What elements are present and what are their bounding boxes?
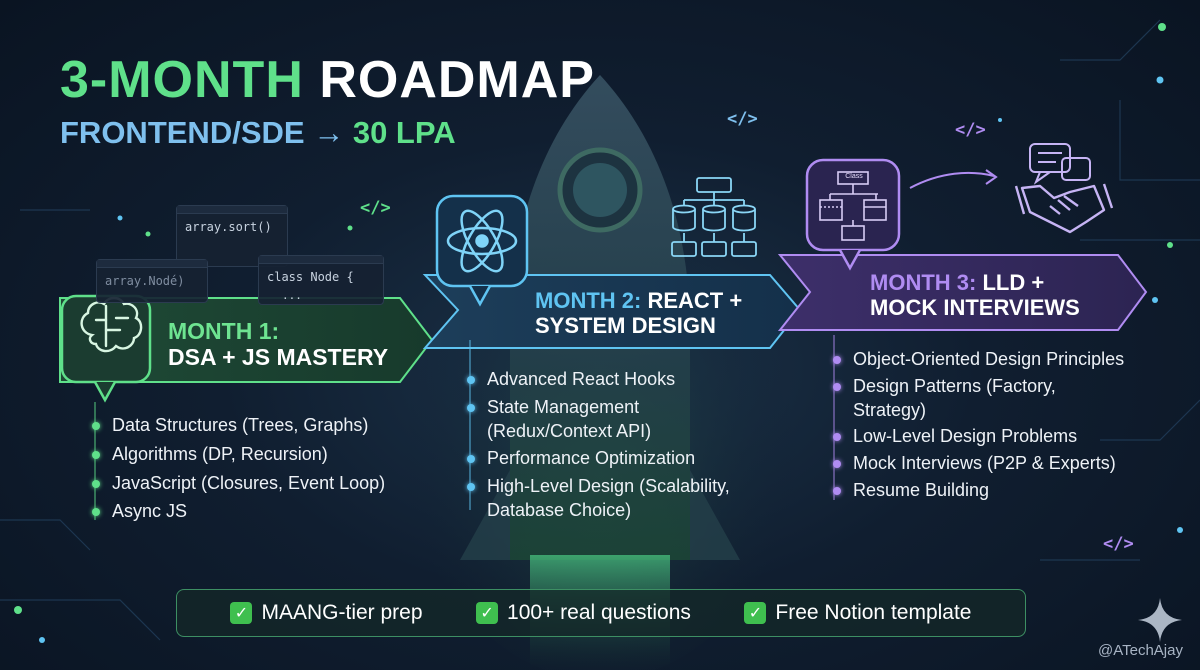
title-main: ROADMAP (319, 51, 595, 109)
chat-bubbles-icon (1029, 143, 1091, 185)
checkmark-icon: ✓ (230, 602, 253, 624)
list-item-line: (Redux/Context API) (487, 420, 652, 441)
highlight-item: ✓ 100+ real questions (476, 601, 691, 625)
list-item: Mock Interviews (P2P & Experts) (832, 452, 1124, 476)
code-text: array.sort() (185, 220, 272, 234)
list-item: High-Level Design (Scalability, Database … (467, 475, 730, 523)
highlight-label: Free Notion template (775, 601, 972, 624)
month3-label-main-2: MOCK INTERVIEWS (870, 295, 1080, 321)
list-item-line: High-Level Design (Scalability, (487, 476, 730, 496)
month1-label-accent: MONTH 1: (168, 318, 280, 344)
code-snippet-node: array.Nodé) (96, 259, 208, 303)
month3-topic-list: Object-Oriented Design Principles Design… (832, 348, 1124, 506)
list-item-line: Database Choice) (487, 499, 632, 520)
highlight-item: ✓ Free Notion template (744, 601, 972, 625)
code-text: class Node { (267, 270, 354, 284)
month3-label-main-1: LLD + (982, 270, 1045, 295)
author-handle: @ATechAjay (1098, 642, 1183, 659)
month1-topic-list: Data Structures (Trees, Graphs) Algorith… (91, 414, 385, 529)
code-snippet-class: class Node { (258, 255, 384, 305)
highlight-label: 100+ real questions (507, 601, 691, 624)
subtitle-package: 30 LPA (352, 115, 456, 150)
list-item: Async JS (91, 500, 385, 524)
checkmark-icon: ✓ (476, 602, 499, 624)
list-item: Low-Level Design Problems (832, 425, 1124, 449)
month2-label-main-1: REACT + (647, 288, 743, 313)
subtitle-arrow: → (313, 115, 345, 150)
page-subtitle: FRONTEND/SDE → 30 LPA (60, 115, 456, 151)
circuit-lines (0, 19, 1200, 641)
month2-label-accent: MONTH 2: (535, 288, 642, 313)
sparkle-icon (1138, 598, 1182, 642)
list-item: Performance Optimization (467, 447, 730, 471)
highlight-item: ✓ MAANG-tier prep (230, 601, 423, 625)
arrow-curve (909, 169, 998, 189)
list-item: JavaScript (Closures, Event Loop) (91, 472, 385, 496)
code-tag-icon: </> (1103, 534, 1134, 554)
code-tag-icon: </> (955, 120, 986, 140)
month1-label-main: DSA + JS MASTERY (168, 344, 389, 371)
checkmark-icon: ✓ (744, 602, 767, 624)
month2-card (422, 194, 802, 510)
list-item: Object-Oriented Design Principles (832, 348, 1124, 372)
page-title: 3-MONTH ROADMAP (60, 50, 595, 110)
list-item: Algorithms (DP, Recursion) (91, 443, 385, 467)
month3-label-accent: MONTH 3: (870, 270, 977, 295)
list-item-line: Design Patterns (Factory, (853, 375, 1056, 396)
class-box-label: Class (845, 173, 863, 180)
subtitle-role: FRONTEND/SDE (60, 115, 305, 150)
react-atom-icon (446, 209, 518, 273)
month2-topic-list: Advanced React Hooks State Management (Re… (467, 368, 730, 527)
list-item-line: Strategy) (853, 399, 927, 420)
code-tag-icon: </> (727, 109, 758, 129)
month2-label-main-2: SYSTEM DESIGN (535, 313, 716, 339)
code-text: array.Nodé) (105, 274, 185, 288)
list-item: Resume Building (832, 479, 1124, 503)
month3-title: MONTH 3: LLD + MOCK INTERVIEWS (870, 270, 1080, 321)
database-hierarchy-icon (671, 177, 757, 257)
brain-circuit-icon (80, 296, 143, 353)
list-item: Design Patterns (Factory, Strategy) (832, 375, 1124, 423)
highlight-label: MAANG-tier prep (261, 601, 423, 624)
title-accent: 3-MONTH (60, 51, 304, 109)
month2-title: MONTH 2: REACT + SYSTEM DESIGN (535, 288, 742, 339)
code-tag-icon: </> (360, 198, 391, 218)
handshake-icon (1014, 183, 1114, 234)
class-diagram-icon (819, 171, 887, 241)
code-ellipsis: ... (282, 289, 302, 302)
glow-dots (14, 23, 1183, 643)
list-item: Data Structures (Trees, Graphs) (91, 414, 385, 438)
list-item: Advanced React Hooks (467, 368, 730, 392)
list-item: State Management (Redux/Context API) (467, 396, 730, 444)
highlights-bar: ✓ MAANG-tier prep ✓ 100+ real questions … (176, 589, 1026, 637)
month3-card (777, 158, 1148, 500)
list-item-line: State Management (487, 396, 640, 417)
month1-title: MONTH 1: DSA + JS MASTERY (168, 318, 388, 371)
